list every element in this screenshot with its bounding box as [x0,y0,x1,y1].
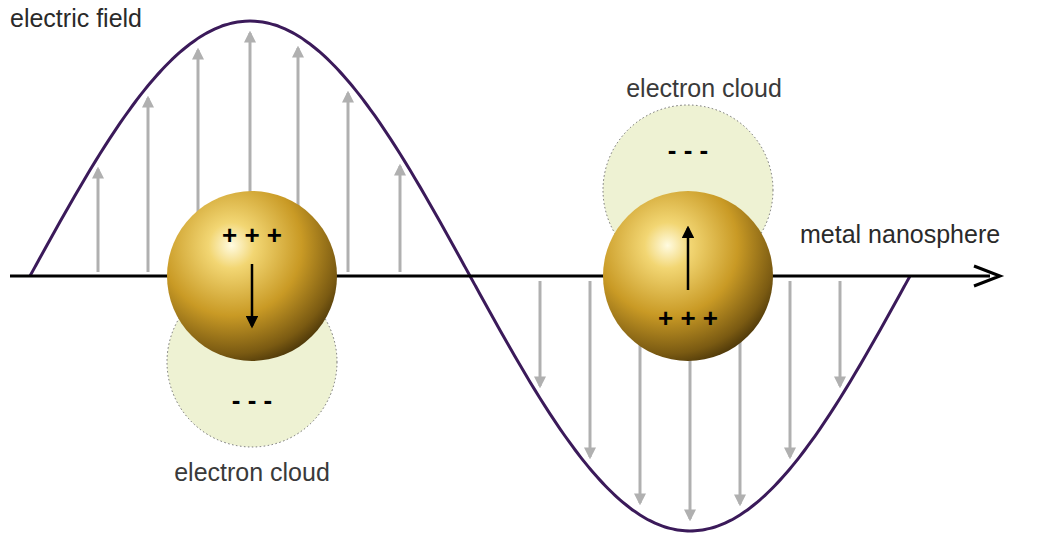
field-arrow [789,281,792,457]
nanosphere-label: metal nanosphere [800,220,1000,249]
charge-sign: + + + [582,303,794,333]
field-arrow [399,166,402,272]
cloud-label: electron cloud [146,457,358,487]
dipole-arrow [687,228,690,290]
field-label: electric field [10,4,142,33]
charge-sign: + + + [146,220,358,250]
sphere-body [603,191,773,361]
charge-sign: - - - [146,385,358,415]
sphere-body [167,191,337,361]
charge-sign: - - - [582,135,794,165]
sphere-shape [166,190,338,362]
metal-nanosphere: + + + [166,190,338,362]
cloud-label: electron cloud [598,73,810,103]
field-arrow [97,169,100,272]
field-arrow [347,93,350,272]
dipole-arrow [251,264,254,326]
field-arrow [147,98,150,272]
sphere-shape [602,190,774,362]
field-arrow [589,281,592,457]
axis-line [10,275,990,278]
axis-arrowhead [974,266,1000,286]
field-arrow [839,281,842,386]
cloud-outline [167,277,337,447]
field-arrow [539,281,542,386]
metal-nanosphere: + + + [602,190,774,362]
